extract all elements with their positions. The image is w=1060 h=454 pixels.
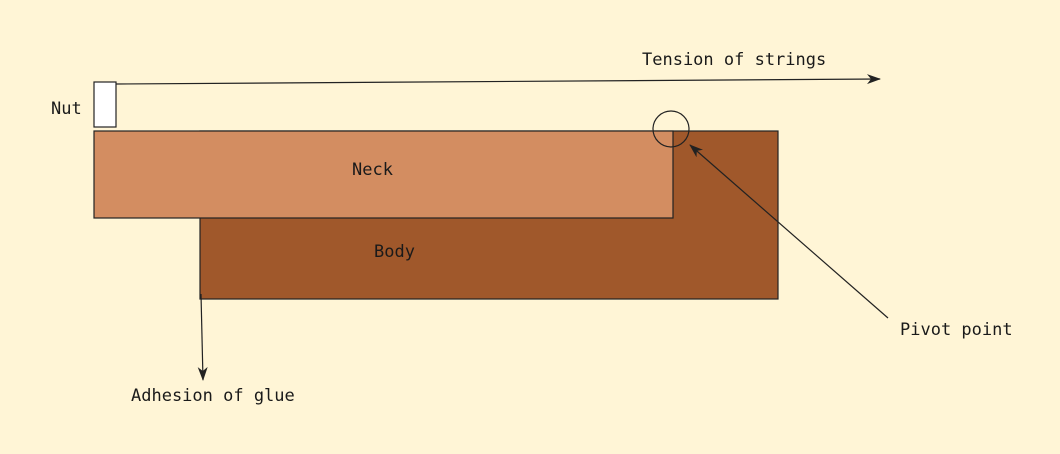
neck-block bbox=[93, 130, 674, 219]
pivot-circle bbox=[652, 110, 690, 148]
tension-arrow bbox=[115, 74, 881, 85]
pivot-label: Pivot point bbox=[900, 320, 1013, 340]
adhesion-arrow bbox=[197, 293, 208, 381]
pivot-arrow bbox=[689, 144, 889, 319]
nut-block bbox=[93, 81, 117, 128]
body-label: Body bbox=[374, 242, 415, 262]
tension-label: Tension of strings bbox=[642, 50, 826, 70]
neck-label: Neck bbox=[352, 160, 393, 180]
nut-label: Nut bbox=[51, 99, 82, 119]
adhesion-label: Adhesion of glue bbox=[131, 386, 295, 406]
